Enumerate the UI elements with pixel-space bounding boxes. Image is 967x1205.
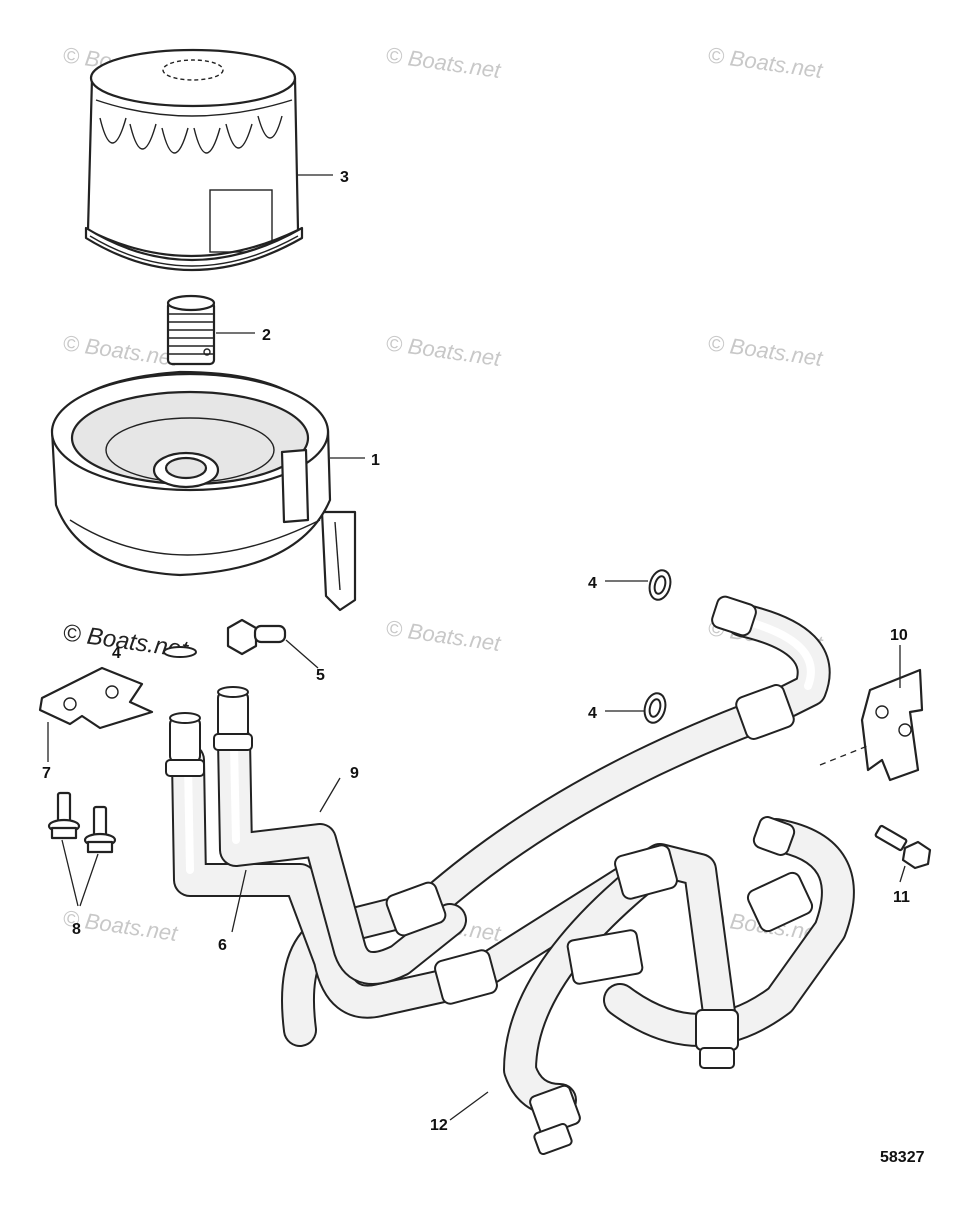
o-rings bbox=[643, 569, 672, 724]
callout-1: 1 bbox=[371, 452, 380, 469]
oil-filter bbox=[84, 48, 304, 272]
bracket-plate bbox=[819, 668, 924, 782]
filter-mount bbox=[50, 370, 357, 612]
threaded-adapter bbox=[166, 294, 216, 366]
retainer-plate-small bbox=[38, 666, 154, 730]
callout-4-lower: 4 bbox=[588, 705, 597, 722]
watermark-text: © Boats.net bbox=[61, 330, 180, 371]
callout-8: 8 bbox=[72, 921, 81, 938]
bolts-pair bbox=[47, 791, 117, 854]
callout-9: 9 bbox=[350, 765, 359, 782]
callout-7: 7 bbox=[42, 765, 51, 782]
watermark-text: © Boats.net bbox=[384, 42, 503, 83]
watermark-text: © Boats.net bbox=[706, 42, 825, 83]
callout-4-upper: 4 bbox=[588, 575, 597, 592]
watermark-text: © Boats.net bbox=[706, 330, 825, 371]
callout-12: 12 bbox=[430, 1117, 448, 1134]
callout-11: 11 bbox=[893, 889, 910, 906]
callout-5: 5 bbox=[316, 667, 325, 684]
bracket-bolt bbox=[874, 824, 932, 870]
callout-6: 6 bbox=[218, 937, 227, 954]
figure-number: 58327 bbox=[880, 1149, 925, 1166]
watermark-text: © Boats.net bbox=[384, 615, 503, 656]
callouts: 3 2 1 4 4 4 5 7 8 6 9 10 11 12 58327 bbox=[42, 169, 925, 1166]
leader-lines bbox=[47, 174, 906, 1121]
callout-10: 10 bbox=[890, 627, 908, 644]
o-ring-small bbox=[163, 646, 197, 658]
callout-2: 2 bbox=[262, 327, 271, 344]
watermark-text: © Boats.net bbox=[384, 330, 503, 371]
drain-plug bbox=[226, 618, 287, 656]
callout-3: 3 bbox=[340, 169, 349, 186]
hose-assembly bbox=[165, 595, 855, 1156]
callout-4-left: 4 bbox=[112, 645, 121, 662]
